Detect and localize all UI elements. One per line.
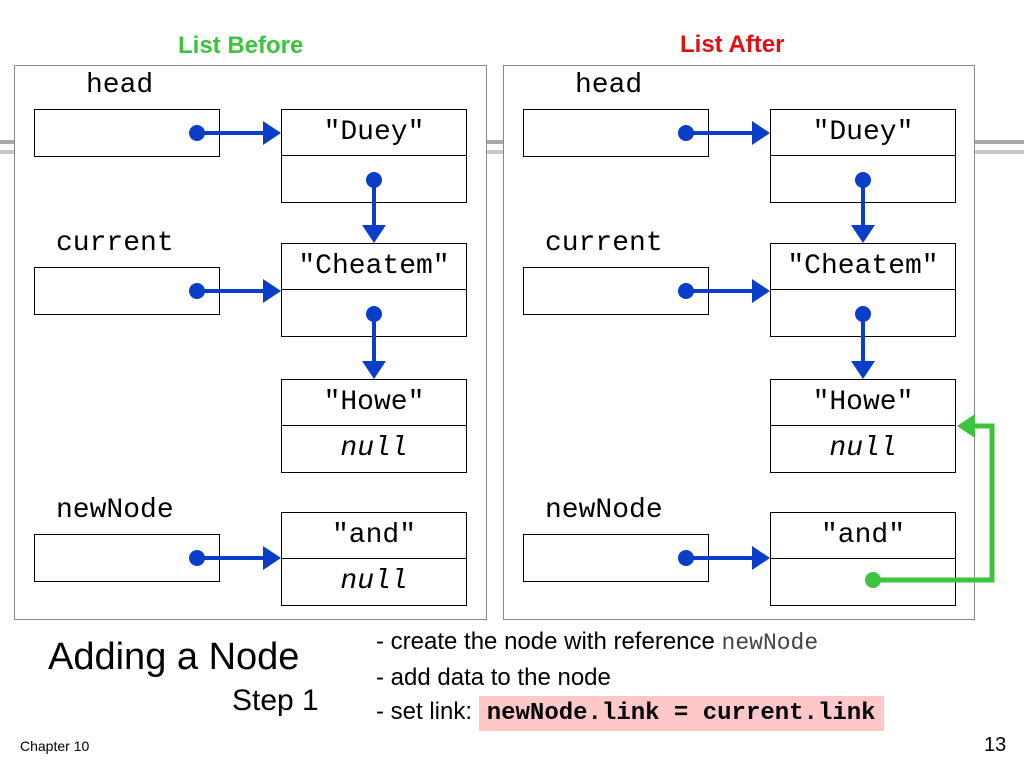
bullet-text: - create the node with reference	[376, 628, 722, 655]
var-label-current: current	[56, 228, 174, 259]
var-label-newnode: newNode	[545, 495, 663, 526]
arrow-head	[263, 546, 281, 570]
slide-subtitle: Step 1	[232, 684, 319, 717]
bullet-create-node: - create the node with reference newNode	[376, 628, 818, 656]
decor-bar-right	[974, 140, 1024, 144]
node-and: "and" null	[281, 512, 467, 606]
footer-chapter: Chapter 10	[20, 738, 90, 754]
node-duey: "Duey"	[281, 109, 467, 203]
new-link-head	[957, 414, 975, 438]
node-link: null	[340, 433, 408, 464]
var-label-head: head	[575, 70, 643, 101]
panel-title-before: List Before	[178, 32, 304, 59]
node-data: "Cheatem"	[282, 244, 466, 290]
bullet-text: - set link:	[376, 698, 479, 725]
node-howe: "Howe" null	[770, 379, 956, 473]
var-label-head: head	[86, 70, 154, 101]
arrow-head	[752, 121, 770, 145]
node-data: "Howe"	[282, 380, 466, 426]
decor-bar-left-2	[0, 150, 14, 154]
arrow-head	[263, 121, 281, 145]
new-link-line	[873, 423, 995, 583]
node-data: "and"	[771, 513, 955, 559]
node-cheatem: "Cheatem"	[770, 243, 956, 337]
node-howe: "Howe" null	[281, 379, 467, 473]
arrow-head	[851, 225, 875, 243]
arrow-head	[752, 279, 770, 303]
var-label-current: current	[545, 228, 663, 259]
decor-bar-left	[0, 140, 14, 144]
code-highlight: newNode.link = current.link	[478, 696, 884, 731]
node-and: "and"	[770, 512, 956, 606]
node-data: "Howe"	[771, 380, 955, 426]
decor-bar-right-2	[974, 150, 1024, 154]
bullet-set-link: - set link: newNode.link = current.link	[376, 696, 884, 731]
arrow-head	[851, 361, 875, 379]
arrow-head	[263, 279, 281, 303]
arrow-head	[752, 546, 770, 570]
node-data: "Duey"	[771, 110, 955, 156]
arrow-head	[362, 225, 386, 243]
bullet-add-data: - add data to the node	[376, 664, 611, 691]
var-label-newnode: newNode	[56, 495, 174, 526]
page-number: 13	[984, 734, 1007, 756]
node-data: "Duey"	[282, 110, 466, 156]
node-data: "Cheatem"	[771, 244, 955, 290]
node-link: null	[340, 566, 408, 597]
node-link: null	[829, 433, 897, 464]
panel-title-after: List After	[680, 31, 785, 58]
bullet-code: newNode	[721, 630, 819, 656]
decor-bar-mid	[486, 140, 504, 144]
arrow-head	[362, 361, 386, 379]
decor-bar-mid-2	[486, 150, 504, 154]
node-data: "and"	[282, 513, 466, 559]
slide-title: Adding a Node	[48, 636, 300, 678]
